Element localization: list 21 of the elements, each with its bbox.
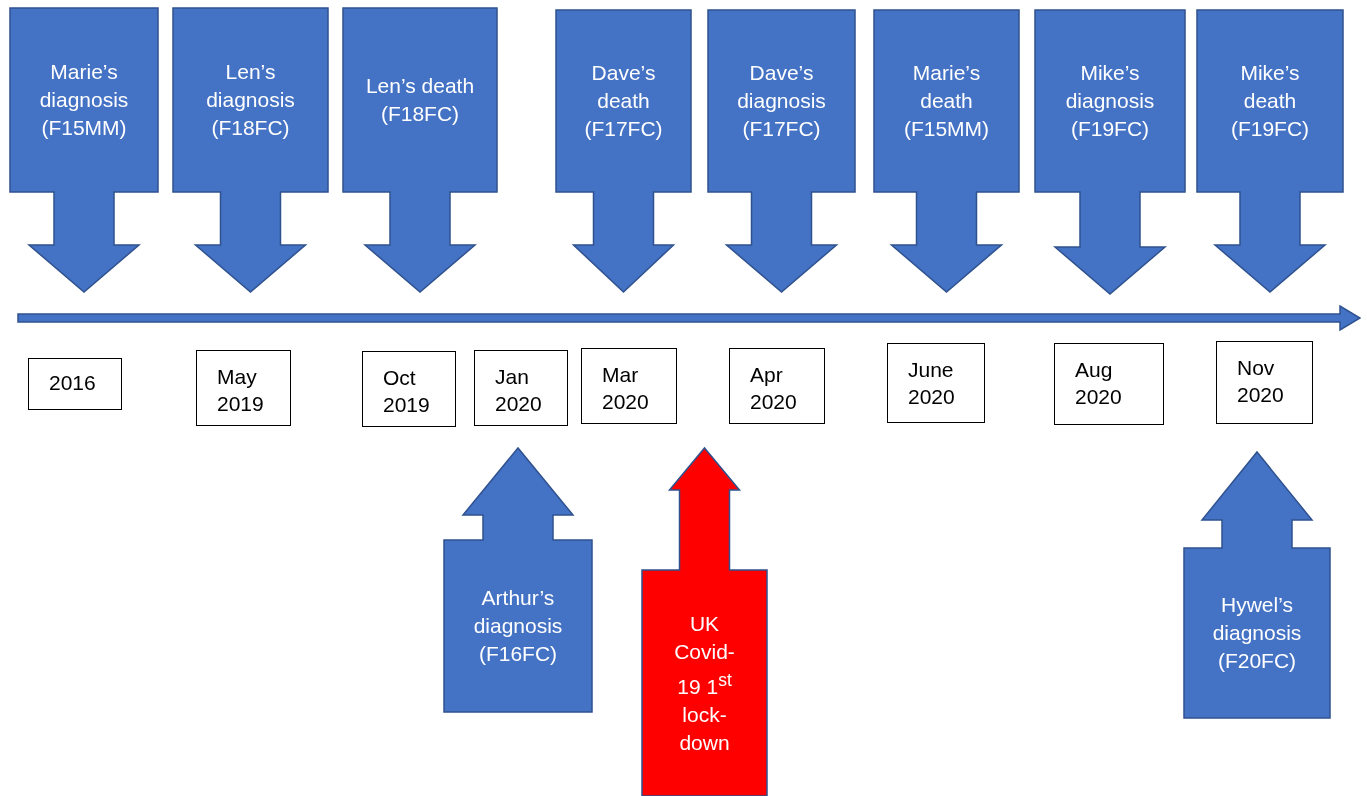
date-box: Nov 2020 — [1216, 341, 1313, 424]
date-box: 2016 — [28, 358, 122, 410]
date-box: May 2019 — [196, 350, 291, 426]
date-box: June 2020 — [887, 343, 985, 423]
callout-text: Marie’s diagnosis (F15MM) — [38, 59, 130, 141]
callout-text: Dave’s diagnosis (F17FC) — [736, 60, 827, 142]
timeline-arrow — [17, 305, 1361, 331]
callout-text: Mike’s death (F19FC) — [1229, 60, 1311, 142]
date-box: Jan 2020 — [474, 350, 568, 426]
date-box: Aug 2020 — [1054, 343, 1164, 425]
callout-text: Dave’s death (F17FC) — [583, 60, 664, 142]
callout-text: Len’s death (F18FC) — [364, 73, 476, 127]
date-box: Apr 2020 — [729, 348, 825, 424]
date-box: Oct 2019 — [362, 351, 456, 427]
date-box: Mar 2020 — [581, 348, 677, 424]
callout-text: Arthur’s diagnosis (F16FC) — [472, 585, 564, 667]
callout-text: Marie’s death (F15MM) — [902, 60, 991, 142]
callout-text: Hywel’s diagnosis (F20FC) — [1211, 592, 1303, 674]
callout-text: Len’s diagnosis (F18FC) — [205, 59, 296, 141]
callout-text: Mike’s diagnosis (F19FC) — [1064, 60, 1156, 142]
callout-text: UK Covid-19 1$^{st}$ lock-down — [673, 610, 736, 756]
